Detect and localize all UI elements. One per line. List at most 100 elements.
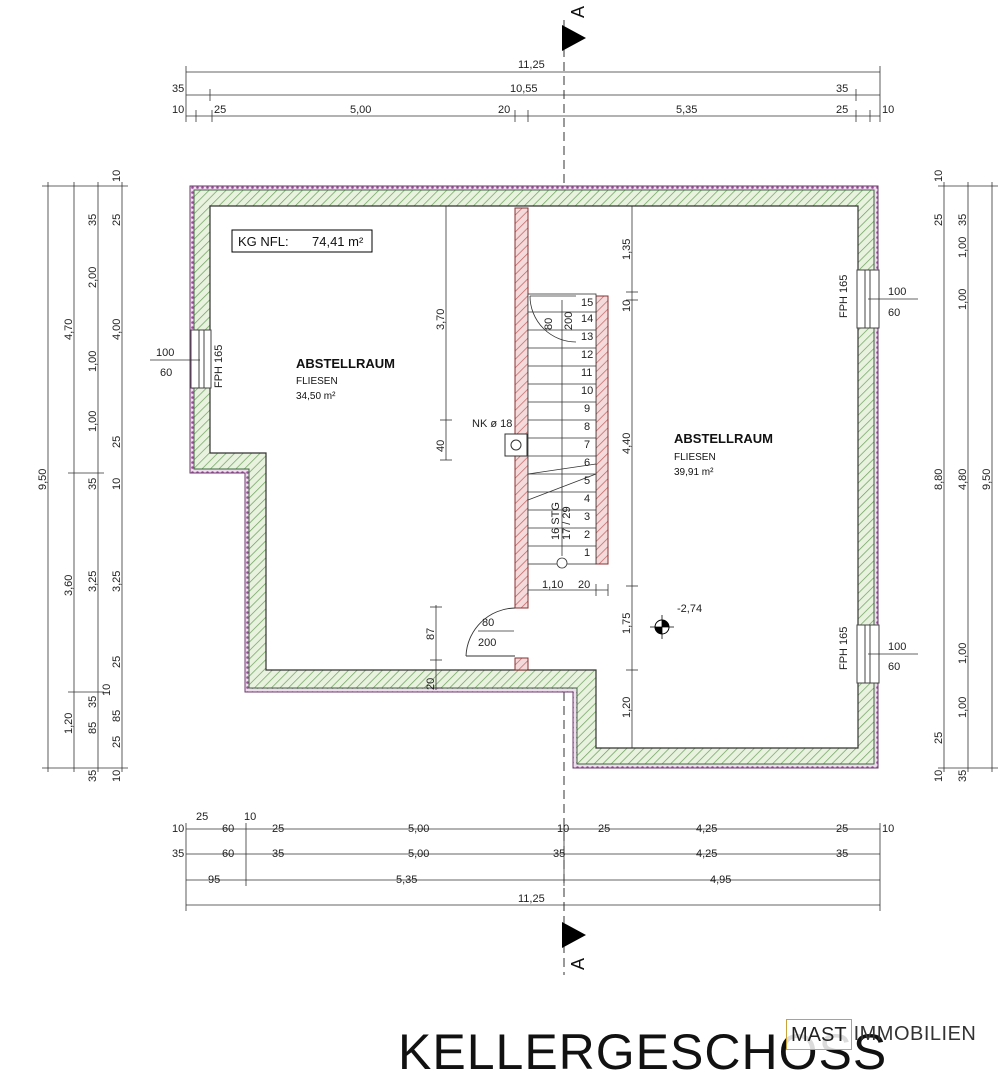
bottom-dimensions	[185, 823, 881, 911]
logo-rest: IMMOBILIEN	[853, 1022, 977, 1045]
dim-label: 5,35	[676, 104, 697, 116]
stair-step-numbers: 1 2 3 4 5 6 7 8 9 10 11 12 13 14 15	[581, 297, 593, 559]
room-right-name: ABSTELLRAUM	[674, 431, 773, 446]
dim-label: 1,00	[957, 643, 969, 664]
dim-label: 40	[435, 440, 447, 452]
dim-label: 9	[584, 403, 590, 415]
dim-label: 35	[836, 848, 848, 860]
room-right-area: 39,91 m²	[674, 467, 714, 478]
dim-label: 10,55	[510, 83, 538, 95]
dim-label: 10	[172, 823, 184, 835]
dim-label: 10	[101, 684, 113, 696]
win-rt-w: 100	[888, 286, 906, 298]
dim-label: 60	[222, 823, 234, 835]
dim-label: 20	[425, 678, 437, 690]
dim-label: 10	[244, 811, 256, 823]
dim-label: 10	[882, 823, 894, 835]
dim-label: 15	[581, 297, 593, 309]
dim-label: 4,25	[696, 848, 717, 860]
staircase	[527, 293, 597, 569]
dim-label: 4,80	[957, 469, 969, 490]
dim-label: 6	[584, 457, 590, 469]
dim-label: 1,20	[621, 697, 633, 718]
fph-rt: FPH 165	[838, 275, 850, 318]
dim-label: 1,35	[621, 239, 633, 260]
dim-label: 11	[581, 367, 592, 379]
dim-label: 10	[581, 385, 593, 397]
dim-label: 4,00	[111, 319, 123, 340]
dim-label: 25	[111, 436, 123, 448]
section-label-top: A	[568, 6, 588, 18]
dim-label: 5,35	[396, 874, 417, 886]
dim-label: 1	[584, 547, 590, 559]
dim-label: 1,20	[63, 713, 75, 734]
dim-label: 20	[578, 579, 590, 591]
dim-label: 10	[882, 104, 894, 116]
dim-top-total: 11,25	[518, 59, 545, 71]
level-marker	[650, 615, 674, 639]
dim-label: 14	[581, 313, 593, 325]
dim-label: 1,00	[87, 351, 99, 372]
window-left	[190, 329, 212, 389]
dim-label: 5,00	[350, 104, 371, 116]
dim-label: 25	[272, 823, 284, 835]
dim-label: 35	[87, 214, 99, 226]
win-left-w: 100	[156, 347, 174, 359]
dim-label: 10	[111, 770, 123, 782]
dim-bottom-total: 11,25	[518, 893, 545, 905]
dim-label: 85	[87, 722, 99, 734]
section-arrow-top	[562, 25, 586, 51]
logo-mast: MAST	[786, 1018, 852, 1050]
room-right-floor: FLIESEN	[674, 452, 716, 463]
top-dimensions	[185, 66, 881, 122]
dim-label: 3,70	[435, 309, 447, 330]
dim-label: 9,50	[37, 469, 49, 490]
win-left-h: 60	[160, 367, 172, 379]
stairs-count: 16 STG	[550, 502, 562, 540]
stair-door-w: 80	[543, 318, 555, 330]
dim-label: 5	[584, 475, 590, 487]
dim-label: 1,75	[621, 613, 633, 634]
dim-label: 20	[498, 104, 510, 116]
win-rb-w: 100	[888, 641, 906, 653]
room-left-area: 34,50 m²	[296, 391, 336, 402]
dim-label: 12	[581, 349, 593, 361]
interior-wall	[514, 207, 529, 609]
stairs-ratio: 17 / 29	[561, 506, 573, 540]
dim-label: 4	[584, 493, 590, 505]
dim-label: 35	[172, 83, 184, 95]
right-dimensions	[938, 182, 998, 772]
dim-label: 3,25	[111, 571, 123, 592]
left-dimensions	[42, 182, 128, 772]
area-box	[231, 229, 373, 253]
stair-wall	[595, 295, 609, 565]
dim-label: 8	[584, 421, 590, 433]
dim-label: 2,00	[87, 267, 99, 288]
fph-rb: FPH 165	[838, 627, 850, 670]
dim-label: 25	[836, 823, 848, 835]
dim-label: 1,00	[87, 411, 99, 432]
section-arrow-bottom	[562, 922, 586, 948]
dim-label: 60	[222, 848, 234, 860]
dim-label: 87	[425, 628, 437, 640]
chimney-circle	[510, 439, 522, 451]
dim-label: 35	[87, 478, 99, 490]
dim-label: 35	[87, 770, 99, 782]
dim-label: 35	[553, 848, 565, 860]
dim-label: 8,80	[933, 469, 945, 490]
dim-label: 4,95	[710, 874, 731, 886]
stair-door-h: 200	[563, 312, 575, 330]
dim-label: 1,00	[957, 289, 969, 310]
dim-label: 25	[598, 823, 610, 835]
dim-label: 2	[584, 529, 590, 541]
inner-dimensions	[430, 205, 638, 749]
area-value: 74,41 m²	[312, 234, 364, 249]
dim-label: 10	[172, 104, 184, 116]
dim-label: 3	[584, 511, 590, 523]
dim-label: 85	[111, 710, 123, 722]
dim-label: 9,50	[981, 469, 993, 490]
room-left-floor: FLIESEN	[296, 376, 338, 387]
dim-label: 10	[621, 300, 633, 312]
nk-label: NK ø 18	[472, 418, 512, 430]
